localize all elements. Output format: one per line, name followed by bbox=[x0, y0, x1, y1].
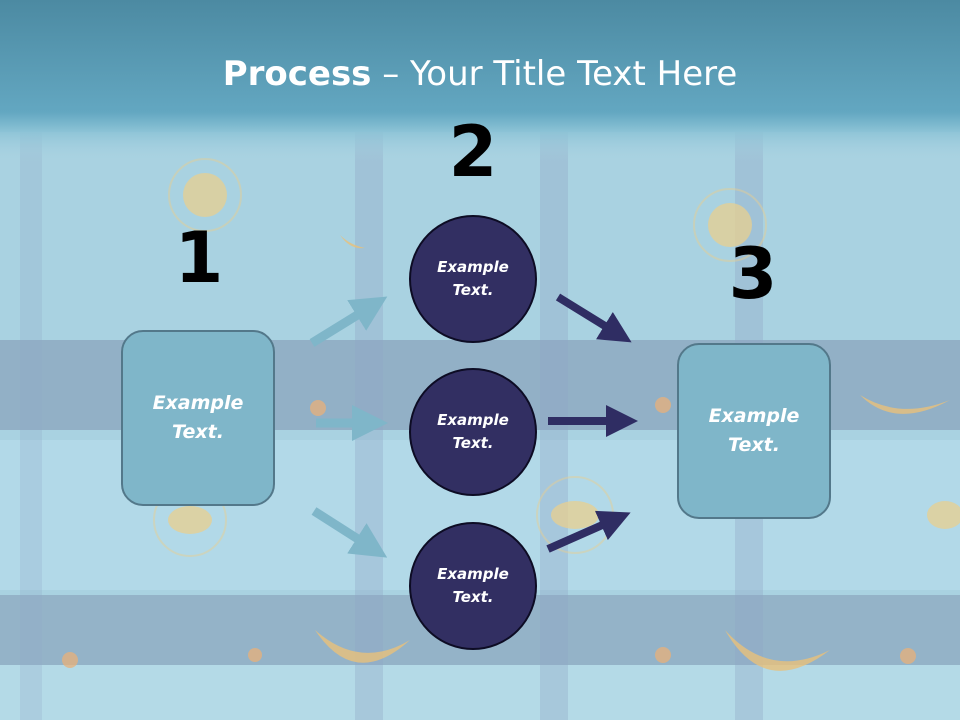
arrow-circle1-to-box3 bbox=[555, 293, 632, 343]
process-box-left: Example Text. bbox=[121, 330, 275, 506]
arrow-box1-to-circle3 bbox=[311, 507, 388, 558]
arrow-circle3-to-box3 bbox=[546, 510, 631, 553]
slide-title-rest: – Your Title Text Here bbox=[371, 54, 738, 94]
process-circle-2: Example Text. bbox=[409, 368, 537, 496]
step-number-1: 1 bbox=[174, 217, 224, 299]
process-circle-1: Example Text. bbox=[409, 215, 537, 343]
step-number-3: 3 bbox=[728, 233, 778, 315]
process-circle-1-text: Example Text. bbox=[437, 258, 509, 299]
arrow-box1-to-circle1 bbox=[309, 296, 388, 347]
process-circle-3-text: Example Text. bbox=[437, 565, 509, 606]
slide-title-bold: Process bbox=[222, 54, 372, 94]
process-box-left-text: Example Text. bbox=[152, 392, 244, 443]
slide-title: Process – Your Title Text Here bbox=[0, 52, 960, 96]
process-circle-3: Example Text. bbox=[409, 522, 537, 650]
process-box-right: Example Text. bbox=[677, 343, 831, 519]
process-circle-2-text: Example Text. bbox=[437, 411, 509, 452]
step-number-2: 2 bbox=[448, 111, 498, 193]
process-box-right-text: Example Text. bbox=[708, 405, 800, 456]
